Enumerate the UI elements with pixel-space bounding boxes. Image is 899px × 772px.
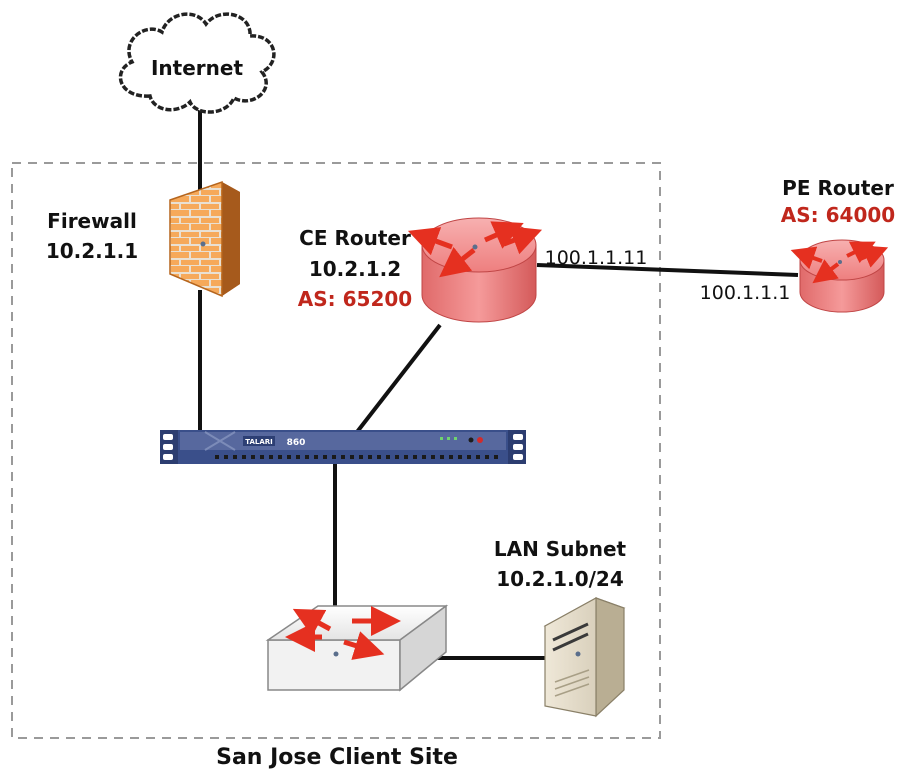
appliance-model-label: 860 [287,438,306,448]
link-ce-pe [536,263,799,277]
internet-label: Internet [151,56,243,80]
lan-subnet-label: 10.2.1.0/24 [496,567,624,591]
site-title: San Jose Client Site [216,745,458,770]
ce-router-name-label: CE Router [299,226,411,250]
links [198,110,799,660]
firewall-name-label: Firewall [47,209,137,233]
internet-cloud-icon: Internet [118,12,276,114]
ce-router-ip-label: 10.2.1.2 [309,257,401,281]
pe-router-name-label: PE Router [782,176,894,200]
ce-router-icon [407,217,543,323]
lan-name-label: LAN Subnet [494,537,627,561]
server-icon [543,596,626,718]
appliance-brand-label: TALARI [245,438,273,446]
ce-link-ip-label: 100.1.1.11 [545,247,648,269]
link-ce-appliance [355,323,442,434]
firewall-ip-label: 10.2.1.1 [46,239,138,263]
talari-appliance-icon: TALARI 860 [160,430,526,464]
site-boundary [11,162,661,739]
pe-link-ip-label: 100.1.1.1 [700,282,791,304]
pe-router-as-label: AS: 64000 [781,203,895,227]
firewall-icon [169,180,240,298]
pe-router-icon [790,239,889,313]
ce-router-as-label: AS: 65200 [298,287,412,311]
switch-icon [265,604,449,692]
